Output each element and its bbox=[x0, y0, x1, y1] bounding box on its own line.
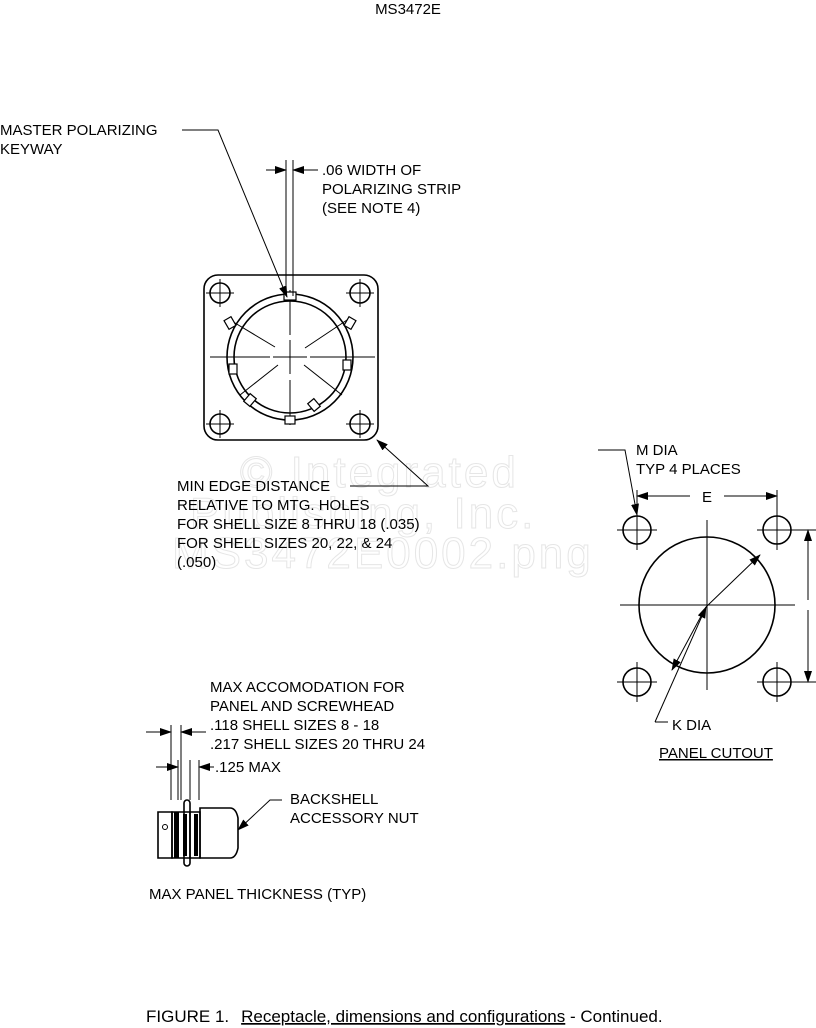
svg-text:RELATIVE TO MTG. HOLES: RELATIVE TO MTG. HOLES bbox=[177, 497, 370, 514]
doc-number: MS3472E bbox=[375, 1, 441, 18]
svg-text:.06 WIDTH OF: .06 WIDTH OF bbox=[322, 162, 421, 179]
svg-text:FOR SHELL SIZE 8 THRU 18 (.035: FOR SHELL SIZE 8 THRU 18 (.035) bbox=[177, 516, 420, 533]
svg-text:MASTER POLARIZING: MASTER POLARIZING bbox=[0, 122, 158, 139]
svg-text:.217 SHELL SIZES 20 THRU 24: .217 SHELL SIZES 20 THRU 24 bbox=[210, 736, 425, 753]
receptacle-front-view bbox=[182, 129, 430, 487]
svg-text:© Integrated: © Integrated bbox=[240, 448, 519, 497]
svg-text:(.050): (.050) bbox=[177, 554, 216, 571]
mounting-holes bbox=[206, 279, 374, 438]
svg-text:POLARIZING STRIP: POLARIZING STRIP bbox=[322, 181, 461, 198]
svg-text:KEYWAY: KEYWAY bbox=[0, 141, 63, 158]
receptacle-side-view bbox=[146, 725, 282, 867]
svg-text:.118 SHELL SIZES 8 - 18: .118 SHELL SIZES 8 - 18 bbox=[210, 717, 379, 734]
edge-distance-label: MIN EDGE DISTANCE RELATIVE TO MTG. HOLES… bbox=[177, 478, 420, 571]
svg-text:BACKSHELL: BACKSHELL bbox=[290, 791, 378, 808]
m-dia-label: M DIA TYP 4 PLACES bbox=[636, 442, 741, 478]
strip-label: .06 WIDTH OF POLARIZING STRIP (SEE NOTE … bbox=[322, 162, 461, 217]
accommodation-label: MAX ACCOMODATION FOR PANEL AND SCREWHEAD… bbox=[210, 679, 425, 753]
panel-cutout bbox=[598, 449, 816, 723]
svg-text:FOR SHELL SIZES 20, 22, & 24: FOR SHELL SIZES 20, 22, & 24 bbox=[177, 535, 392, 552]
figure-caption: FIGURE 1.Receptacle, dimensions and conf… bbox=[146, 1007, 663, 1026]
svg-text:TYP 4 PLACES: TYP 4 PLACES bbox=[636, 461, 741, 478]
keyway-label: MASTER POLARIZING KEYWAY bbox=[0, 122, 158, 158]
nut-label: BACKSHELL ACCESSORY NUT bbox=[290, 791, 419, 827]
max-125-label: .125 MAX bbox=[215, 759, 281, 776]
svg-text:PANEL AND SCREWHEAD: PANEL AND SCREWHEAD bbox=[210, 698, 394, 715]
cutout-holes bbox=[617, 490, 797, 702]
svg-text:MIN EDGE DISTANCE: MIN EDGE DISTANCE bbox=[177, 478, 330, 495]
svg-text:(SEE NOTE 4): (SEE NOTE 4) bbox=[322, 200, 420, 217]
k-dia-label: K DIA bbox=[672, 717, 711, 734]
svg-text:MS3472E0002.png: MS3472E0002.png bbox=[172, 529, 594, 578]
svg-text:Publishing, Inc.: Publishing, Inc. bbox=[190, 489, 536, 538]
svg-text:M DIA: M DIA bbox=[636, 442, 678, 459]
watermark: © Integrated Publishing, Inc. MS3472E000… bbox=[172, 448, 594, 579]
svg-text:MAX ACCOMODATION FOR: MAX ACCOMODATION FOR bbox=[210, 679, 405, 696]
panel-thickness-label: MAX PANEL THICKNESS (TYP) bbox=[149, 886, 366, 903]
e-dimension-label: E bbox=[702, 489, 712, 506]
panel-cutout-title: PANEL CUTOUT bbox=[659, 745, 773, 762]
svg-text:ACCESSORY NUT: ACCESSORY NUT bbox=[290, 810, 419, 827]
